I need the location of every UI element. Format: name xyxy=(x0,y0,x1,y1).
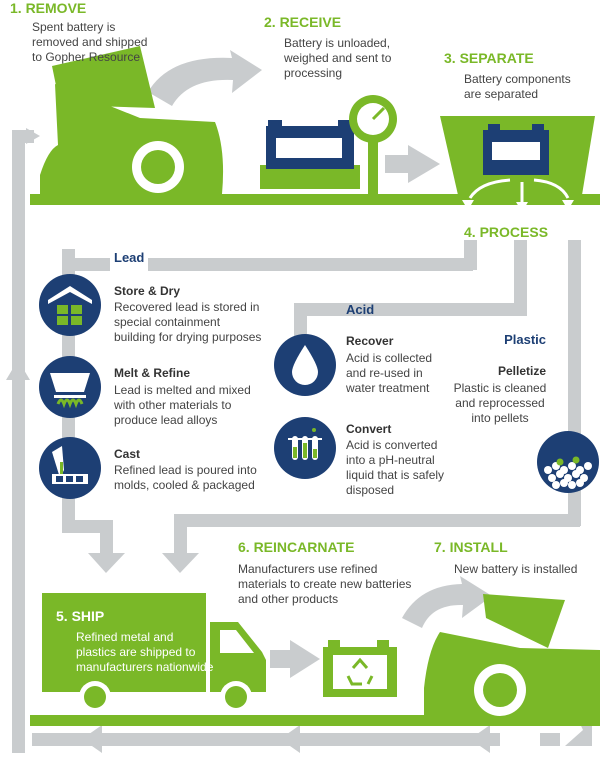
car-front-icon xyxy=(424,594,600,716)
flow-arrows xyxy=(6,50,592,753)
step-remove-title: 1. REMOVE xyxy=(10,0,87,16)
step-reincarnate-title: 6. REINCARNATE xyxy=(238,539,355,555)
lead-item-name: Melt & Refine xyxy=(114,366,191,380)
water-drop-icon xyxy=(274,334,336,396)
recycle-battery-icon xyxy=(323,640,397,697)
acid-header: Acid xyxy=(346,302,375,317)
plastic-item-name: Pelletize xyxy=(497,364,546,378)
step-receive-title: 2. RECEIVE xyxy=(264,14,342,30)
casting-mold-icon xyxy=(39,437,101,499)
flow-pipes xyxy=(12,128,581,753)
lead-header: Lead xyxy=(114,250,145,265)
truck-icon xyxy=(42,593,266,713)
test-tubes-icon xyxy=(274,417,336,479)
melting-furnace-icon xyxy=(39,356,101,418)
ground-lines xyxy=(30,194,600,726)
lead-item-name: Store & Dry xyxy=(114,284,181,298)
step-install-desc: New battery is installed xyxy=(454,562,578,576)
lead-item-name: Cast xyxy=(114,447,141,461)
acid-item-name: Recover xyxy=(346,334,394,348)
car-front-icon xyxy=(40,46,224,194)
step-process-title: 4. PROCESS xyxy=(464,224,549,240)
step-install-title: 7. INSTALL xyxy=(434,539,508,555)
separator-bin-icon xyxy=(440,116,595,212)
battery-icon xyxy=(260,120,360,189)
step-ship-title: 5. SHIP xyxy=(56,608,105,624)
plastic-pellets-icon xyxy=(537,431,599,493)
scale-gauge-icon xyxy=(349,95,397,194)
step-separate-title: 3. SEPARATE xyxy=(444,50,534,66)
storage-building-icon xyxy=(39,274,101,336)
plastic-header: Plastic xyxy=(504,332,546,347)
acid-item-name: Convert xyxy=(346,422,392,436)
